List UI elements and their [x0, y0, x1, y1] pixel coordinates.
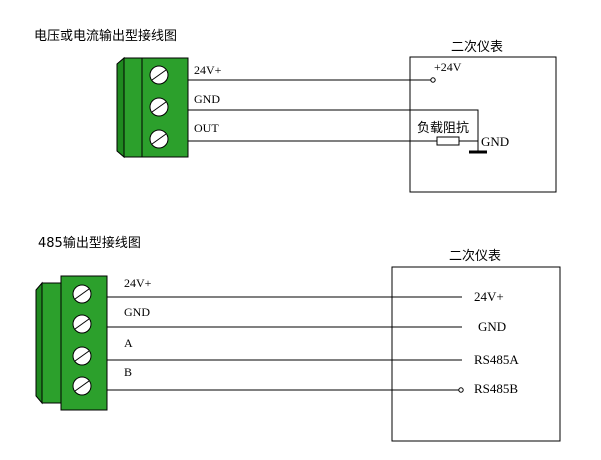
- terminal-label-24v: 24V+: [194, 63, 222, 77]
- instrument-title-1: 二次仪表: [451, 39, 503, 55]
- load-label: 负载阻抗: [417, 121, 469, 136]
- resistor-icon: [436, 136, 460, 146]
- screw-icon: [72, 346, 92, 366]
- diagram1-title: 电压或电流输出型接线图: [34, 28, 177, 44]
- terminal-block-1: [116, 56, 189, 159]
- instrument-label-rs485b: RS485B: [474, 381, 518, 396]
- terminal-label-out: OUT: [194, 121, 219, 135]
- terminal-node-icon: [458, 387, 464, 393]
- instrument-box-2: [391, 266, 561, 442]
- screw-icon: [72, 314, 92, 334]
- screw-icon: [72, 376, 92, 396]
- instrument-supply-label: +24V: [434, 60, 462, 74]
- wire-gnd: [188, 109, 479, 151]
- screw-icon: [149, 65, 169, 85]
- instrument-label-24v: 24V+: [474, 289, 504, 304]
- terminal-block-2: [35, 275, 108, 411]
- terminal-label-gnd: GND: [194, 92, 220, 106]
- terminal-node-icon: [430, 77, 436, 83]
- screw-icon: [149, 129, 169, 149]
- terminal-label-gnd: GND: [124, 305, 150, 319]
- terminal-label-b: B: [124, 365, 132, 379]
- instrument-label-rs485a: RS485A: [474, 352, 519, 367]
- terminal-label-24v: 24V+: [124, 276, 152, 290]
- instrument-title-2: 二次仪表: [449, 248, 501, 264]
- screw-icon: [72, 284, 92, 304]
- ground-label: GND: [481, 134, 509, 149]
- instrument-label-gnd: GND: [478, 319, 506, 334]
- terminal-label-a: A: [124, 336, 133, 350]
- diagram2-title: 485输出型接线图: [38, 235, 141, 251]
- screw-icon: [149, 97, 169, 117]
